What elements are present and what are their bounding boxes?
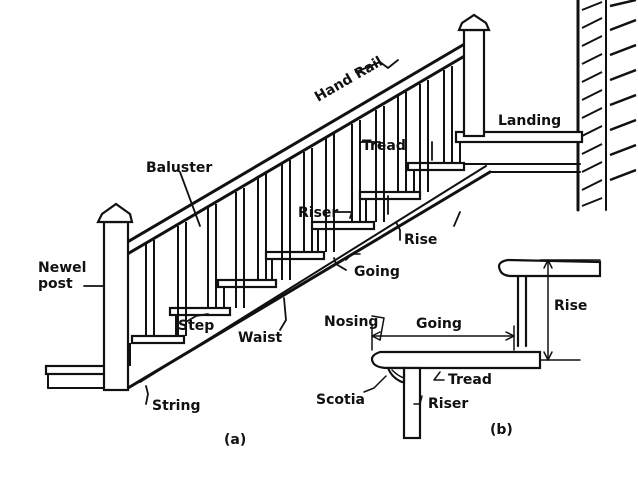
label-rise-detail: Rise xyxy=(554,298,587,314)
hand-rail xyxy=(122,40,470,258)
label-baluster: Baluster xyxy=(146,160,212,176)
caption-a: (a) xyxy=(224,432,246,448)
newel-post-bottom xyxy=(96,202,134,392)
label-rise-top: Rise xyxy=(404,232,437,248)
label-newel-line2: post xyxy=(38,276,73,292)
label-riser-top: Riser xyxy=(298,205,338,221)
label-landing: Landing xyxy=(498,113,561,129)
landing xyxy=(454,130,584,173)
dimension-lines-b xyxy=(363,259,601,405)
label-tread-top: Tread xyxy=(362,138,406,154)
label-riser-detail: Riser xyxy=(428,396,468,412)
label-tread-detail: Tread xyxy=(448,372,492,388)
label-going-detail: Going xyxy=(416,316,462,332)
label-going-top: Going xyxy=(354,264,400,280)
going-indicator xyxy=(345,253,361,261)
string xyxy=(47,165,492,390)
newel-post-top xyxy=(457,13,491,138)
wall xyxy=(576,0,637,212)
label-scotia: Scotia xyxy=(316,392,365,408)
balusters xyxy=(145,66,453,336)
label-nosing: Nosing xyxy=(324,314,378,330)
caption-b: (b) xyxy=(490,422,513,438)
detail-b xyxy=(370,258,602,440)
label-string: String xyxy=(152,398,200,414)
label-step: Step xyxy=(178,318,214,334)
label-waist: Waist xyxy=(238,330,283,346)
leaders-a xyxy=(83,59,461,405)
label-newel-line1: Newel xyxy=(38,260,86,276)
stair-risers xyxy=(129,142,461,366)
